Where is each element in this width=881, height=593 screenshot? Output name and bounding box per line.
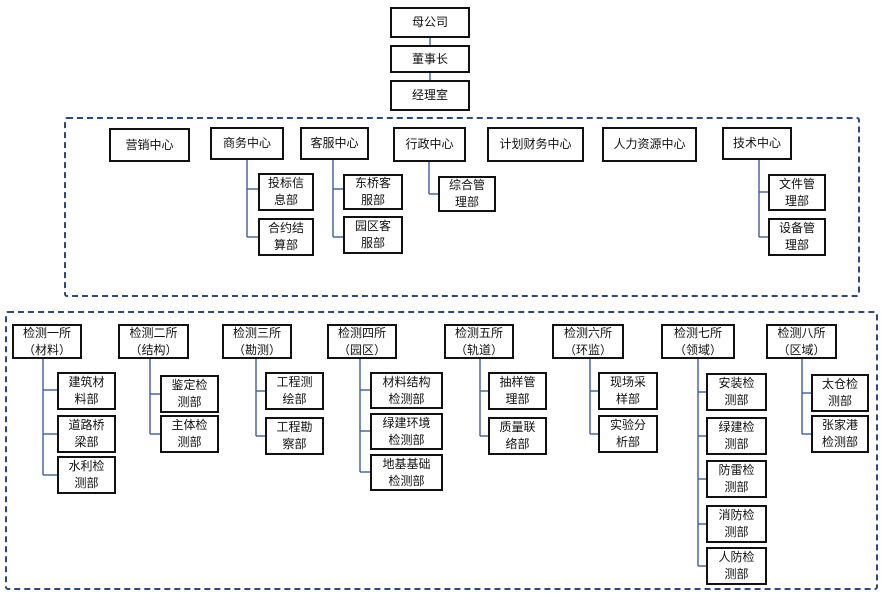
centers-dashed-frame bbox=[64, 117, 860, 297]
geotech-survey-dept-box: 工程勘 察部 bbox=[265, 417, 324, 455]
zhangjiagang-testing-dept-box: 张家港 检测部 bbox=[811, 415, 869, 453]
green-building-testing-dept-box: 绿建检 测部 bbox=[706, 417, 767, 455]
building-materials-dept-box: 建筑材 料部 bbox=[57, 372, 116, 410]
institute-8-box: 检测八所 （区域） bbox=[766, 324, 837, 359]
appraisal-testing-dept-box: 鉴定检 测部 bbox=[160, 375, 219, 413]
water-testing-dept-box: 水利检 测部 bbox=[57, 456, 116, 494]
general-mgmt-box: 综合管 理部 bbox=[438, 176, 496, 212]
parent-company-box: 母公司 bbox=[390, 7, 470, 38]
civil-defense-testing-dept-box: 人防检 测部 bbox=[706, 547, 767, 585]
sampling-mgmt-dept-box: 抽样管 理部 bbox=[488, 372, 547, 410]
institute-5-box: 检测五所 （轨道） bbox=[444, 324, 514, 359]
quality-liaison-dept-box: 质量联 络部 bbox=[488, 417, 547, 455]
institute-2-box: 检测二所 （结构） bbox=[118, 324, 189, 359]
finance-center-box: 计划财务中心 bbox=[487, 127, 584, 162]
main-structure-testing-dept-box: 主体检 测部 bbox=[160, 415, 219, 453]
institute-4-box: 检测四所 （园区） bbox=[327, 324, 397, 359]
bidding-dept-box: 投标信 息部 bbox=[258, 173, 314, 211]
foundation-testing-dept-box: 地基基础 检测部 bbox=[370, 454, 443, 491]
customer-center-box: 客服中心 bbox=[300, 127, 369, 160]
surveying-mapping-dept-box: 工程测 绘部 bbox=[265, 372, 324, 410]
installation-testing-dept-box: 安装检 测部 bbox=[706, 373, 767, 411]
institute-1-box: 检测一所 （材料） bbox=[12, 324, 82, 359]
dongqiao-service-box: 东桥客 服部 bbox=[343, 174, 403, 210]
taicang-testing-dept-box: 太仓检 测部 bbox=[811, 374, 869, 412]
doc-mgmt-box: 文件管 理部 bbox=[768, 174, 826, 211]
chairman-box: 董事长 bbox=[390, 45, 470, 73]
fire-protection-testing-dept-box: 消防检 测部 bbox=[706, 505, 767, 543]
institutes-dashed-frame bbox=[5, 311, 878, 590]
hr-center-box: 人力资源中心 bbox=[602, 127, 697, 162]
green-building-env-testing-dept-box: 绿建环境 检测部 bbox=[370, 413, 443, 450]
lightning-protection-testing-dept-box: 防雷检 测部 bbox=[706, 460, 767, 498]
equip-mgmt-box: 设备管 理部 bbox=[768, 218, 826, 256]
contract-dept-box: 合约结 算部 bbox=[258, 218, 314, 256]
material-structure-testing-dept-box: 材料结构 检测部 bbox=[370, 372, 443, 409]
admin-center-box: 行政中心 bbox=[393, 127, 466, 162]
institute-6-box: 检测六所 （环监） bbox=[552, 324, 624, 359]
manager-office-box: 经理室 bbox=[390, 80, 470, 111]
park-service-box: 园区客 服部 bbox=[343, 216, 403, 254]
business-center-box: 商务中心 bbox=[210, 127, 284, 160]
institute-3-box: 检测三所 （勘测） bbox=[222, 324, 292, 359]
marketing-center-box: 营销中心 bbox=[109, 128, 190, 162]
tech-center-box: 技术中心 bbox=[722, 127, 792, 160]
institute-7-box: 检测七所 （领域） bbox=[661, 324, 735, 359]
road-bridge-dept-box: 道路桥 梁部 bbox=[57, 415, 116, 453]
field-sampling-dept-box: 现场采 样部 bbox=[598, 372, 658, 410]
lab-analysis-dept-box: 实验分 析部 bbox=[598, 415, 658, 453]
